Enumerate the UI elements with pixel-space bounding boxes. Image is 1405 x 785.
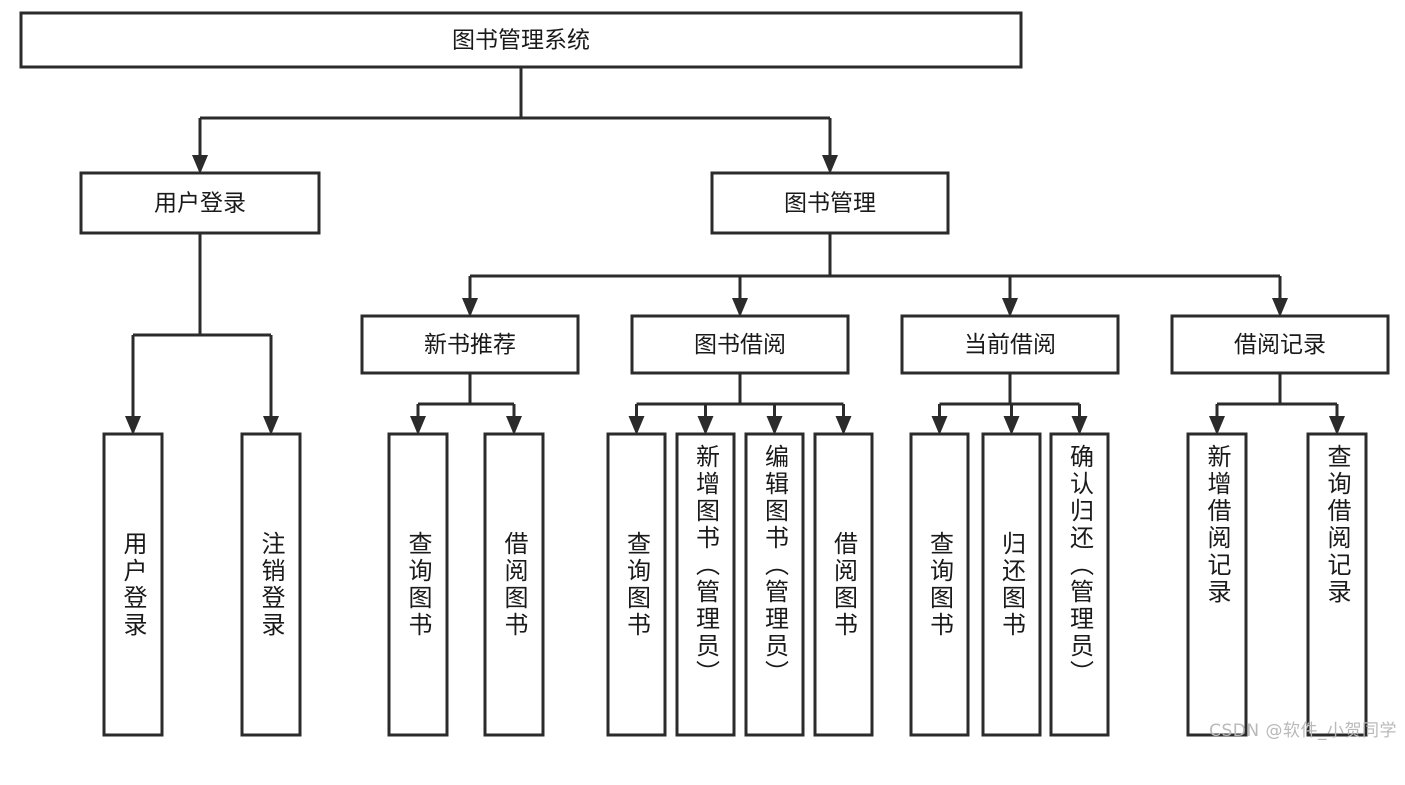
arrowhead-icon [410, 416, 426, 435]
leaf-node-11[interactable] [1049, 432, 1110, 737]
root-node-1[interactable]: 图书管理系统 [19, 11, 1023, 69]
arrowhead-icon [628, 416, 645, 435]
leaf-node-box[interactable] [1049, 432, 1110, 737]
connector-layer [125, 67, 1345, 435]
arrowhead-icon [506, 416, 522, 435]
arrowhead-icon [822, 155, 838, 174]
level2-node-box[interactable] [710, 171, 950, 235]
leaf-node-box[interactable] [240, 432, 302, 737]
leaf-node-box[interactable] [387, 432, 449, 737]
arrowhead-icon [1272, 298, 1288, 317]
level3-node-box[interactable] [630, 314, 850, 375]
arrowhead-icon [732, 298, 748, 317]
level3-node-2[interactable]: 图书借阅 [630, 314, 850, 375]
leaf-node-13[interactable] [1306, 432, 1368, 737]
level2-node-label: 用户登录 [154, 191, 246, 217]
arrowhead-icon [1003, 416, 1020, 435]
leaf-node-4[interactable] [483, 432, 545, 737]
arrowhead-icon [125, 416, 141, 435]
leaf-node-box[interactable] [1306, 432, 1368, 737]
arrowhead-icon [835, 416, 852, 435]
leaf-node-box[interactable] [483, 432, 545, 737]
leaf-node-box[interactable] [1186, 432, 1248, 737]
arrowhead-icon [931, 416, 948, 435]
level3-node-label: 图书借阅 [694, 332, 786, 358]
level3-node-box[interactable] [360, 314, 580, 375]
level2-node-1[interactable]: 用户登录 [79, 171, 321, 235]
leaf-node-10[interactable] [981, 432, 1042, 737]
arrowhead-icon [1002, 298, 1018, 317]
flowchart-canvas: 图书管理系统用户登录图书管理新书推荐图书借阅当前借阅借阅记录 用户登录注销登录查… [19, 11, 1397, 741]
root-node-label: 图书管理系统 [452, 28, 590, 54]
leaf-node-8[interactable] [813, 432, 874, 737]
leaf-node-6[interactable] [675, 432, 736, 737]
leaf-node-7[interactable] [744, 432, 805, 737]
csdn-watermark: CSDN @软件_小贺同学 [1209, 721, 1397, 741]
level2-node-label: 图书管理 [784, 191, 876, 217]
arrowhead-icon [1071, 416, 1088, 435]
level2-node-2[interactable]: 图书管理 [710, 171, 950, 235]
arrowhead-icon [263, 416, 279, 435]
leaf-node-2[interactable] [240, 432, 302, 737]
arrowhead-icon [766, 416, 783, 435]
level3-node-label: 当前借阅 [964, 332, 1056, 358]
leaf-node-box[interactable] [675, 432, 736, 737]
level3-node-1[interactable]: 新书推荐 [360, 314, 580, 375]
leaf-node-box[interactable] [981, 432, 1042, 737]
leaf-node-5[interactable] [606, 432, 667, 737]
leaf-node-box[interactable] [909, 432, 970, 737]
leaf-node-3[interactable] [387, 432, 449, 737]
level3-node-3[interactable]: 当前借阅 [900, 314, 1120, 375]
root-node-box[interactable] [19, 11, 1023, 69]
level2-node-box[interactable] [79, 171, 321, 235]
arrowhead-icon [192, 155, 208, 174]
level3-node-label: 新书推荐 [424, 332, 516, 358]
level3-node-box[interactable] [900, 314, 1120, 375]
leaf-node-box[interactable] [744, 432, 805, 737]
level3-node-label: 借阅记录 [1234, 332, 1326, 358]
arrowhead-icon [697, 416, 714, 435]
leaf-node-box[interactable] [606, 432, 667, 737]
leaf-node-box[interactable] [813, 432, 874, 737]
level3-node-4[interactable]: 借阅记录 [1170, 314, 1390, 375]
leaf-node-1[interactable] [102, 432, 164, 737]
arrowhead-icon [462, 298, 478, 317]
arrowhead-icon [1329, 416, 1345, 435]
leaf-node-box[interactable] [102, 432, 164, 737]
level3-node-box[interactable] [1170, 314, 1390, 375]
arrowhead-icon [1209, 416, 1225, 435]
leaf-node-12[interactable] [1186, 432, 1248, 737]
leaf-node-9[interactable] [909, 432, 970, 737]
